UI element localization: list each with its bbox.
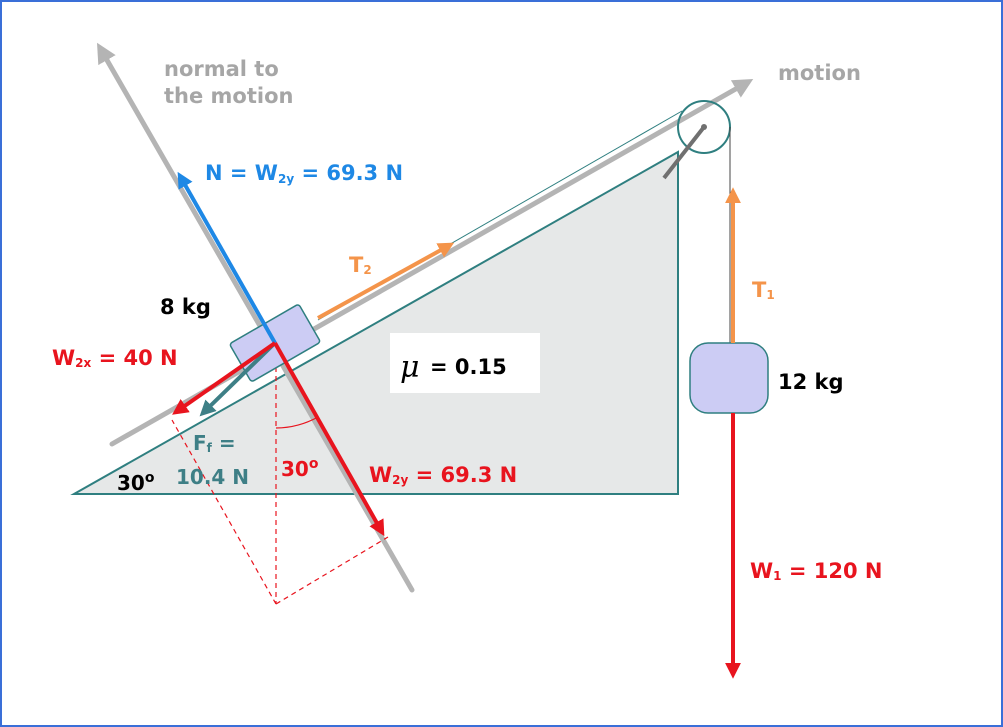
mass-hanging-label: 12 kg — [778, 370, 844, 394]
w2x-label: W2x = 40 N — [52, 346, 178, 370]
mu-value: = 0.15 — [430, 355, 507, 379]
motion-label: motion — [778, 61, 861, 85]
mu-symbol: μ — [400, 350, 420, 385]
w1-label: W1 = 120 N — [750, 559, 882, 583]
normal-axis-arrow — [97, 42, 415, 593]
friction-label-line1: Ff = — [193, 431, 236, 455]
mu-label-box — [390, 333, 540, 393]
weight-angle-label: 30o — [281, 456, 319, 481]
normal-label-line2: the motion — [164, 84, 293, 108]
tension-t2-arrow — [317, 242, 455, 320]
normal-force-arrow — [177, 171, 277, 344]
w2x-arrow — [172, 341, 277, 415]
friction-label-line2: 10.4 N — [176, 465, 249, 489]
normal-label-line1: normal to — [164, 57, 279, 81]
friction-force-arrow — [199, 341, 277, 417]
mass-block-label: 8 kg — [160, 295, 211, 319]
block-12kg — [689, 342, 769, 414]
w2y-label: W2y = 69.3 N — [369, 463, 517, 487]
w2y-arrow — [273, 342, 385, 537]
incline-triangle — [70, 150, 679, 495]
tension-t2-label: T2 — [349, 253, 372, 277]
normal-force-label: N = W2y = 69.3 N — [205, 161, 403, 186]
incline-angle-label: 30o — [117, 470, 155, 495]
component-construction-lines — [171, 340, 389, 605]
tension-t1-label: T1 — [752, 278, 775, 302]
